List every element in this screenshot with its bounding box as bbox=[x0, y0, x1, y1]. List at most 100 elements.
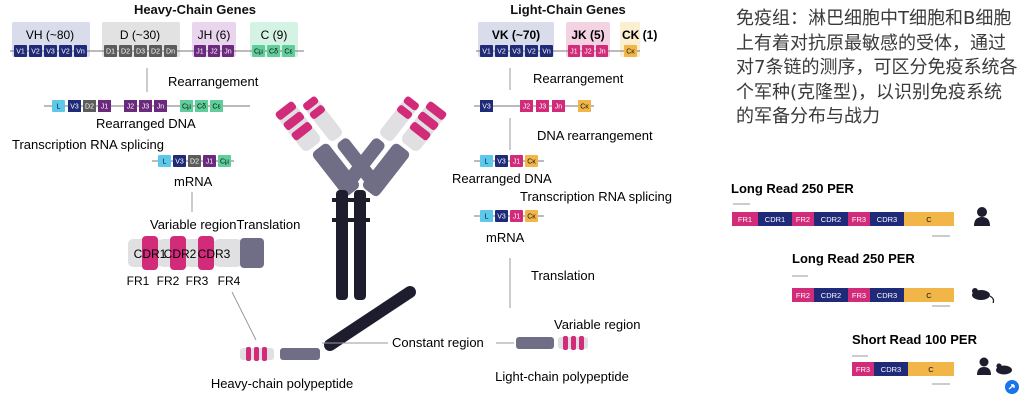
gene-segment-label: J2 bbox=[523, 104, 531, 111]
gene-segment-label: Cκ bbox=[580, 104, 589, 111]
gene-segment-label: V3 bbox=[482, 104, 491, 111]
d-group-label: D (~30) bbox=[120, 28, 160, 42]
mouse-icon bbox=[972, 288, 995, 304]
gene-segment-label: J1 bbox=[101, 104, 109, 111]
share-button[interactable] bbox=[1005, 380, 1019, 394]
gene-segment-label: J3 bbox=[142, 104, 150, 111]
heavy-arrow-3 bbox=[231, 291, 257, 341]
gene-segment bbox=[578, 100, 591, 112]
heavy-variable-translation-label: Variable regionTranslation bbox=[150, 217, 300, 232]
gene-segment bbox=[208, 45, 220, 57]
gene-segment bbox=[510, 45, 523, 57]
read-segment-label: CDR3 bbox=[877, 291, 897, 300]
read-segment bbox=[870, 288, 904, 302]
read-segment-label: CDR1 bbox=[765, 215, 785, 224]
gene-segment bbox=[495, 155, 508, 167]
read-bar-1: FR1 CDR1 FR2 CDR2 FR3 CDR3 C bbox=[732, 212, 954, 226]
gene-segment-label: Cκ bbox=[626, 49, 635, 56]
fr4-label: FR4 bbox=[218, 274, 241, 288]
read-segment bbox=[792, 288, 814, 302]
gene-segment bbox=[180, 100, 193, 112]
heavy-polypeptide-label: Heavy-chain polypeptide bbox=[211, 376, 353, 391]
gene-segment-label: L bbox=[57, 104, 61, 111]
read-segment bbox=[792, 212, 814, 226]
light-mrna-label: mRNA bbox=[486, 230, 525, 245]
gene-segment bbox=[134, 45, 147, 57]
gene-segment bbox=[267, 45, 280, 57]
gene-segment bbox=[510, 210, 523, 222]
gene-segment-label: J2 bbox=[127, 104, 135, 111]
gene-segment-label: Cδ bbox=[269, 49, 278, 56]
gene-segment-label: J3 bbox=[539, 104, 547, 111]
jk-group-label: JK (5) bbox=[571, 28, 604, 42]
gene-segment-label: Vn bbox=[76, 49, 85, 56]
gene-segment-label: D3 bbox=[136, 49, 145, 56]
light-dna-rearrangement-label: DNA rearrangement bbox=[537, 128, 653, 143]
cdr1-label: CDR1 bbox=[134, 247, 167, 261]
gene-segment-label: Cε bbox=[284, 49, 292, 56]
heavy-rearrangement-label: Rearrangement bbox=[168, 74, 259, 89]
read-segment-label: CDR3 bbox=[881, 365, 901, 374]
constant-region-bar bbox=[324, 286, 416, 351]
immune-repertoire-note: 免疫组：淋巴细胞中T细胞和B细胞上有着对抗原最敏感的受体，通过对7条链的测序，可… bbox=[736, 8, 1018, 127]
read-segment-label: FR3 bbox=[852, 215, 866, 224]
gene-segment bbox=[98, 100, 111, 112]
read-segment-label: CDR3 bbox=[877, 215, 897, 224]
cdr3-block bbox=[198, 236, 214, 270]
gene-segment-label: Cκ bbox=[527, 159, 536, 166]
gene-segment-label: Jn bbox=[224, 49, 232, 56]
gene-segment bbox=[14, 45, 27, 57]
read-title-1: Long Read 250 PER bbox=[731, 181, 854, 196]
gene-segment-label: L bbox=[485, 214, 489, 221]
read-segment-label: C bbox=[926, 291, 932, 300]
gene-segment bbox=[124, 100, 137, 112]
read-segment bbox=[814, 288, 848, 302]
gene-segment-label: Dn bbox=[166, 49, 175, 56]
gene-segment-label: Jn bbox=[157, 104, 165, 111]
read-segment-label: C bbox=[926, 215, 932, 224]
gene-segment bbox=[154, 100, 167, 112]
gene-segment bbox=[480, 100, 493, 112]
gene-segment bbox=[568, 45, 580, 57]
light-polypeptide-graphic bbox=[516, 336, 588, 350]
read-segment bbox=[732, 212, 758, 226]
constant-block bbox=[240, 238, 264, 268]
gene-segment-label: V3 bbox=[497, 214, 506, 221]
read-segment-label: CDR2 bbox=[821, 215, 841, 224]
gene-segment bbox=[203, 155, 216, 167]
gene-segment-label: D2 bbox=[85, 104, 94, 111]
heavy-chain-title: Heavy-Chain Genes bbox=[134, 2, 256, 17]
human-icon bbox=[977, 357, 991, 375]
cdr1-block bbox=[142, 236, 158, 270]
read-segment bbox=[848, 212, 870, 226]
gene-segment-label: Cµ bbox=[254, 49, 263, 56]
read-segment-label: FR1 bbox=[738, 215, 752, 224]
read-title-2: Long Read 250 PER bbox=[792, 251, 915, 266]
gene-segment-label: V1 bbox=[482, 49, 491, 56]
read-segment-label: FR2 bbox=[796, 215, 810, 224]
light-chain-title: Light-Chain Genes bbox=[510, 2, 626, 17]
gene-segment bbox=[173, 155, 186, 167]
light-transcription-label: Transcription RNA splicing bbox=[520, 189, 672, 204]
gene-segment bbox=[582, 45, 594, 57]
gene-segment bbox=[210, 100, 223, 112]
gene-segment bbox=[282, 45, 295, 57]
read-segment bbox=[904, 288, 954, 302]
gene-segment-label: L bbox=[163, 159, 167, 166]
gene-segment-label: J2 bbox=[584, 49, 592, 56]
read-segment-label: CDR2 bbox=[821, 291, 841, 300]
gene-segment bbox=[510, 155, 523, 167]
fr3-label: FR3 bbox=[186, 274, 209, 288]
gene-segment-label: D2 bbox=[190, 159, 199, 166]
gene-segment-label: J1 bbox=[513, 159, 521, 166]
gene-segment-label: Vn bbox=[542, 49, 551, 56]
gene-segment-label: Cµ bbox=[182, 104, 191, 111]
read-segment bbox=[874, 362, 908, 376]
read-segment bbox=[758, 212, 792, 226]
gene-segment-label: V3 bbox=[175, 159, 184, 166]
